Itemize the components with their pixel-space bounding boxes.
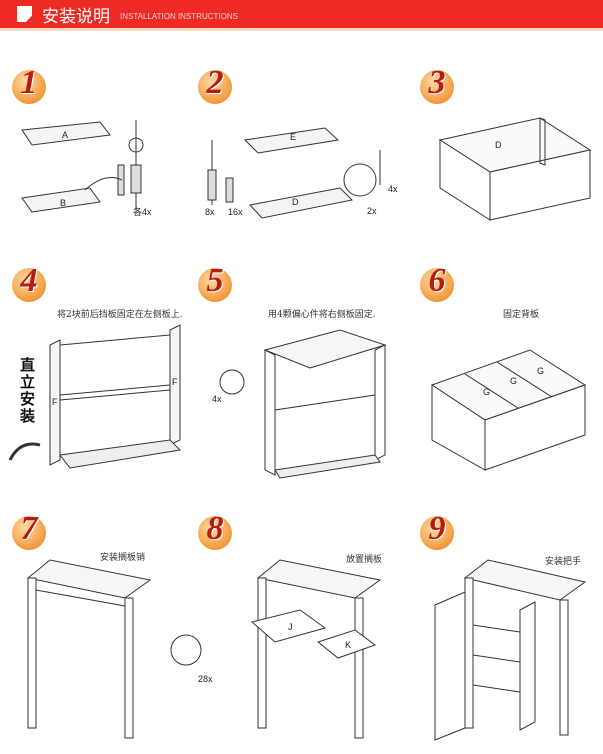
header-title: 安装说明 (42, 6, 110, 27)
step-3-badge: 3 (420, 64, 454, 104)
step-5-badge: 5 (198, 262, 232, 302)
svg-text:F: F (172, 377, 178, 387)
step-6-badge: 6 (420, 262, 454, 302)
step-1-drawing: A B 各4x (21, 120, 152, 217)
svg-text:28x: 28x (198, 674, 213, 684)
step-9-drawing (434, 559, 587, 741)
step-5-drawing: 4x (212, 329, 387, 479)
svg-text:B: B (60, 198, 66, 208)
header-bar: 安装说明 INSTALLATION INSTRUCTIONS (0, 0, 603, 28)
svg-text:4x: 4x (388, 184, 398, 194)
step-7-badge: 7 (12, 510, 46, 550)
svg-text:K: K (345, 640, 351, 650)
step-8-drawing: J K (250, 559, 382, 739)
svg-text:各4x: 各4x (133, 206, 152, 217)
step-4-drawing: F F (8, 324, 182, 469)
step-4-badge: 4 (12, 262, 46, 302)
svg-text:4x: 4x (212, 394, 222, 404)
step-6-drawing: G G G (430, 349, 587, 471)
step-7-drawing: 28x (26, 559, 213, 739)
step-6-caption: 固定背板 (503, 310, 540, 320)
step-8-badge: 8 (198, 510, 232, 550)
document-icon (17, 6, 32, 22)
svg-text:F: F (52, 397, 58, 407)
svg-text:G: G (483, 387, 490, 397)
svg-text:8x: 8x (205, 207, 215, 217)
step-1-badge: 1 (12, 64, 46, 104)
svg-text:16x: 16x (228, 207, 243, 217)
step-7-caption: 安装搁板销 (100, 553, 146, 563)
svg-text:D: D (292, 197, 299, 207)
step-2-badge: 2 (198, 64, 232, 104)
svg-text:2x: 2x (367, 206, 377, 216)
step-5-caption: 用4颗偏心件将右侧板固定. (268, 310, 376, 320)
svg-text:G: G (537, 366, 544, 376)
svg-text:J: J (288, 622, 293, 632)
step-4-caption: 将2块前后挡板固定在左侧板上. (57, 310, 183, 320)
svg-text:E: E (290, 132, 296, 142)
step-3-drawing: D (438, 117, 592, 221)
step-9-badge: 9 (420, 510, 454, 550)
step-2-drawing: E D 8x 16x 2x 4x (205, 127, 398, 219)
header-divider (0, 28, 603, 31)
step-8-caption: 放置搁板 (346, 555, 383, 565)
step-9-caption: 安装把手 (545, 557, 582, 567)
svg-text:D: D (495, 140, 502, 150)
svg-text:G: G (510, 376, 517, 386)
svg-text:A: A (62, 130, 68, 140)
header-subtitle: INSTALLATION INSTRUCTIONS (120, 11, 238, 21)
upright-install-text: 直立安装 (20, 356, 36, 425)
